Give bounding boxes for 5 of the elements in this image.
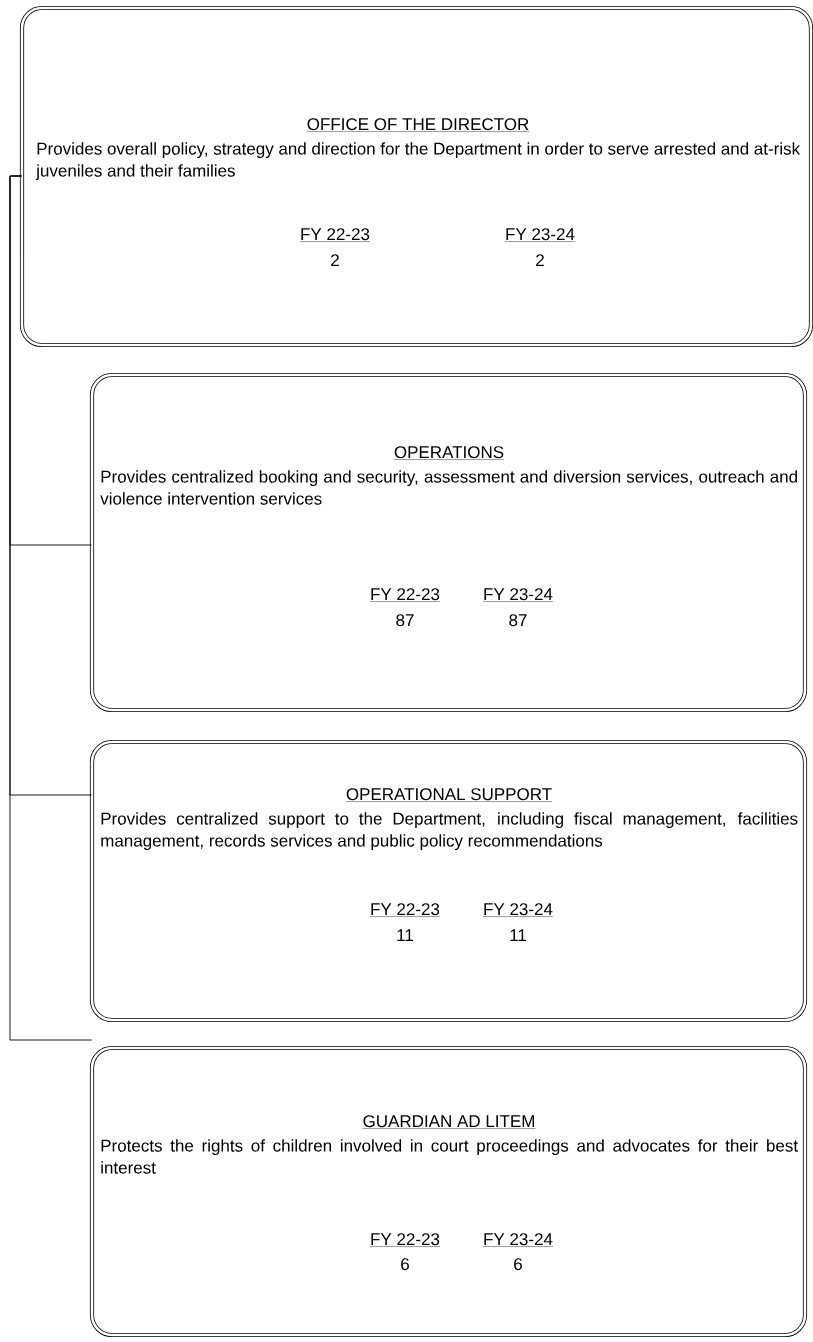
- org-box: OFFICE OF THE DIRECTOR Provides overall policy, strategy and direction for the Department in order to serve arrested and at-risk juveniles and their families FY 22-23 2 FY 23-24 2: [19, 5, 813, 348]
- org-box: OPERATIONS Provides centralized booking and security, assessment and diversion services, outreach and violence intervention services FY 22-23 87 FY 23-24 87: [89, 372, 808, 713]
- org-box: OPERATIONAL SUPPORT Provides centralized support to the Department, including fiscal management, facilities management, records services and public policy recommendations FY 22-23 11 FY 23-24 11: [89, 739, 808, 1023]
- connector-line: [9, 175, 93, 1041]
- org-box: GUARDIAN AD LITEM Protects the rights of children involved in court proceedings and advocates for their best interest FY 22-23 6 FY 23-24 6: [89, 1045, 808, 1338]
